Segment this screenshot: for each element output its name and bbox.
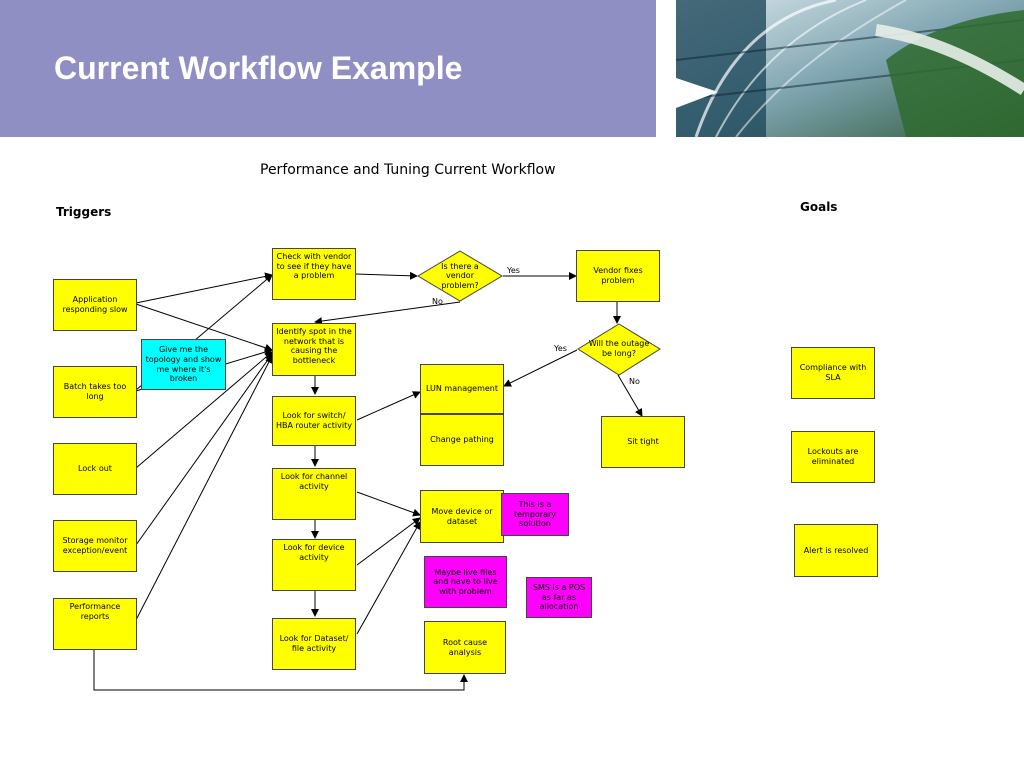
header-photo [676, 0, 1024, 137]
step-check-vendor: Check with vendor to see if they have a … [272, 248, 356, 300]
action-vendor-fixes: Vendor fixes problem [576, 250, 660, 302]
trigger-batch-long: Batch takes too long [53, 366, 137, 418]
note-temporary-solution: This is a temporary solution [501, 493, 569, 536]
step-look-device: Look for device activity [272, 539, 356, 591]
step-look-channel: Look for channel activity [272, 468, 356, 520]
step-identify-spot: Identify spot in the network that is cau… [272, 323, 356, 376]
trigger-performance-reports: Performance reports [53, 598, 137, 650]
goal-compliance-sla: Compliance with SLA [791, 347, 875, 399]
edge-label-yes-vendor: Yes [507, 266, 520, 275]
slide-title: Current Workflow Example [54, 50, 463, 86]
decision-outage-long: Will the outage be long? [577, 323, 661, 376]
decision-vendor-problem: Is there a vendor problem? [417, 250, 503, 302]
diagram-title: Performance and Tuning Current Workflow [260, 162, 556, 178]
edge-label-no-vendor: No [432, 297, 443, 306]
goal-alert-resolved: Alert is resolved [794, 524, 878, 577]
goals-label: Goals [800, 200, 838, 214]
triggers-label: Triggers [56, 205, 112, 219]
note-maybe-live: Maybe live files and have to live with p… [424, 556, 507, 608]
edge-label-yes-outage: Yes [554, 344, 567, 353]
action-lun-management: LUN management [420, 364, 504, 414]
decision-outage-long-text: Will the outage be long? [588, 339, 650, 358]
edge-label-no-outage: No [629, 377, 640, 386]
action-move-device: Move device or dataset [420, 490, 504, 543]
title-banner: Current Workflow Example [0, 0, 656, 137]
note-sms-pos: SMS is a POS as far as allocation [526, 577, 592, 618]
action-sit-tight: Sit tight [601, 416, 685, 468]
trigger-lock-out: Lock out [53, 443, 137, 495]
note-topology: Give me the topology and show me where i… [141, 339, 226, 390]
action-change-pathing: Change pathing [420, 414, 504, 466]
step-look-switch: Look for switch/ HBA router activity [272, 396, 356, 446]
step-look-dataset: Look for Dataset/ file activity [272, 618, 356, 670]
goal-lockouts-eliminated: Lockouts are eliminated [791, 431, 875, 483]
action-root-cause: Root cause analysis [424, 621, 506, 674]
trigger-storage-monitor: Storage monitor exception/event [53, 520, 137, 572]
decision-vendor-problem-text: Is there a vendor problem? [441, 261, 479, 290]
trigger-application-slow: Application responding slow [53, 279, 137, 331]
